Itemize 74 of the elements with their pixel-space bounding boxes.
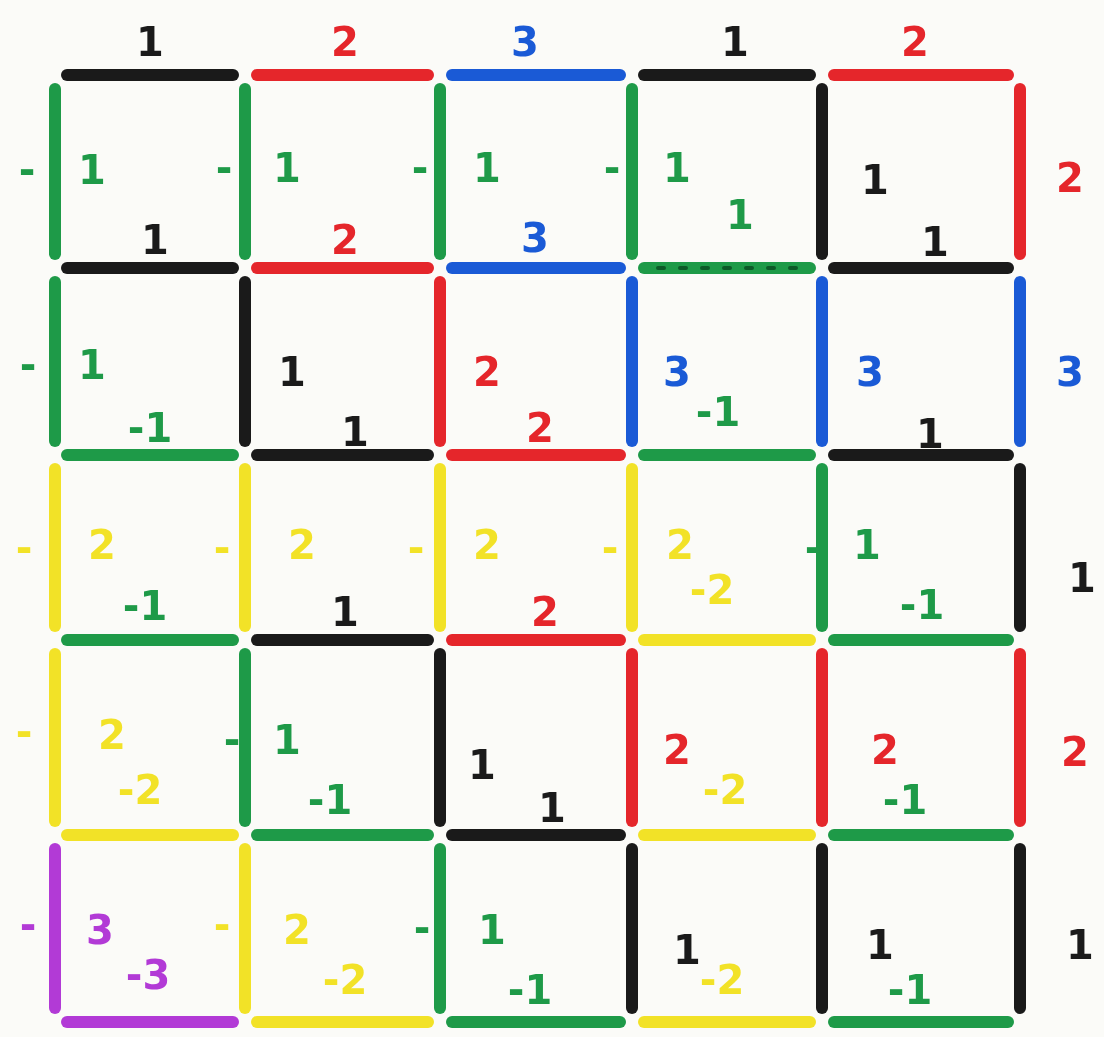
- number-label: 2: [288, 525, 316, 565]
- number-label: 1: [538, 788, 566, 828]
- number-label: 2: [331, 22, 359, 62]
- number-label: 1: [916, 414, 944, 454]
- number-label: -: [601, 528, 619, 568]
- number-label: -1: [122, 586, 168, 626]
- number-label: -: [603, 148, 621, 188]
- number-label: -1: [899, 585, 945, 625]
- number-label: 2: [88, 525, 116, 565]
- number-label: 1: [853, 525, 881, 565]
- number-label: -: [413, 908, 431, 948]
- number-label: 2: [473, 352, 501, 392]
- number-label: 1: [866, 925, 894, 965]
- number-label: -: [15, 712, 33, 752]
- number-label: -1: [695, 392, 741, 432]
- number-label: 2: [98, 715, 126, 755]
- number-label: 1: [1066, 925, 1094, 965]
- number-label: 2: [666, 525, 694, 565]
- number-label: 1: [673, 930, 701, 970]
- number-label: 2: [526, 408, 554, 448]
- number-label: 1: [861, 160, 889, 200]
- number-label: 1: [78, 150, 106, 190]
- number-label: -1: [882, 780, 928, 820]
- number-label: 1: [78, 345, 106, 385]
- number-label: -: [215, 148, 233, 188]
- number-label: 1: [273, 148, 301, 188]
- number-label: 3: [663, 352, 691, 392]
- number-label: 2: [331, 220, 359, 260]
- number-label: 1: [273, 720, 301, 760]
- number-label: 2: [283, 910, 311, 950]
- number-label: -: [213, 905, 231, 945]
- number-label: 3: [86, 910, 114, 950]
- number-label: -1: [507, 970, 553, 1010]
- number-label: 1: [468, 745, 496, 785]
- number-label: -3: [125, 955, 171, 995]
- number-label: 1: [921, 222, 949, 262]
- number-label: -2: [699, 960, 745, 1000]
- number-label: 1: [278, 352, 306, 392]
- number-label: 3: [856, 352, 884, 392]
- number-label: 1: [341, 412, 369, 452]
- number-label: -: [213, 528, 231, 568]
- number-label: 2: [1056, 158, 1084, 198]
- number-label: 3: [1056, 352, 1084, 392]
- number-label: -: [411, 148, 429, 188]
- number-label: -: [15, 528, 33, 568]
- number-label: -: [18, 150, 36, 190]
- number-label: 1: [331, 592, 359, 632]
- number-label: 1: [663, 148, 691, 188]
- number-label: 1: [141, 220, 169, 260]
- number-label: -2: [117, 770, 163, 810]
- number-label: 2: [871, 730, 899, 770]
- number-label: 1: [473, 148, 501, 188]
- number-label: -: [407, 528, 425, 568]
- number-label: -2: [702, 770, 748, 810]
- number-label: 1: [136, 22, 164, 62]
- number-label: 3: [511, 22, 539, 62]
- number-label: 2: [531, 592, 559, 632]
- number-label: 2: [1061, 732, 1089, 772]
- number-label: -2: [689, 570, 735, 610]
- number-label: -1: [307, 780, 353, 820]
- number-label: -: [223, 720, 241, 760]
- number-label: -: [19, 905, 37, 945]
- number-label: -: [19, 345, 37, 385]
- number-label: 2: [663, 730, 691, 770]
- number-label: 3: [521, 218, 549, 258]
- number-label: 2: [473, 525, 501, 565]
- number-label: -2: [322, 960, 368, 1000]
- number-label: 1: [478, 910, 506, 950]
- number-label: -1: [127, 408, 173, 448]
- number-label: 1: [1068, 558, 1096, 598]
- number-label: 1: [726, 195, 754, 235]
- number-label: -1: [887, 970, 933, 1010]
- number-label: 1: [721, 22, 749, 62]
- number-label: 2: [901, 22, 929, 62]
